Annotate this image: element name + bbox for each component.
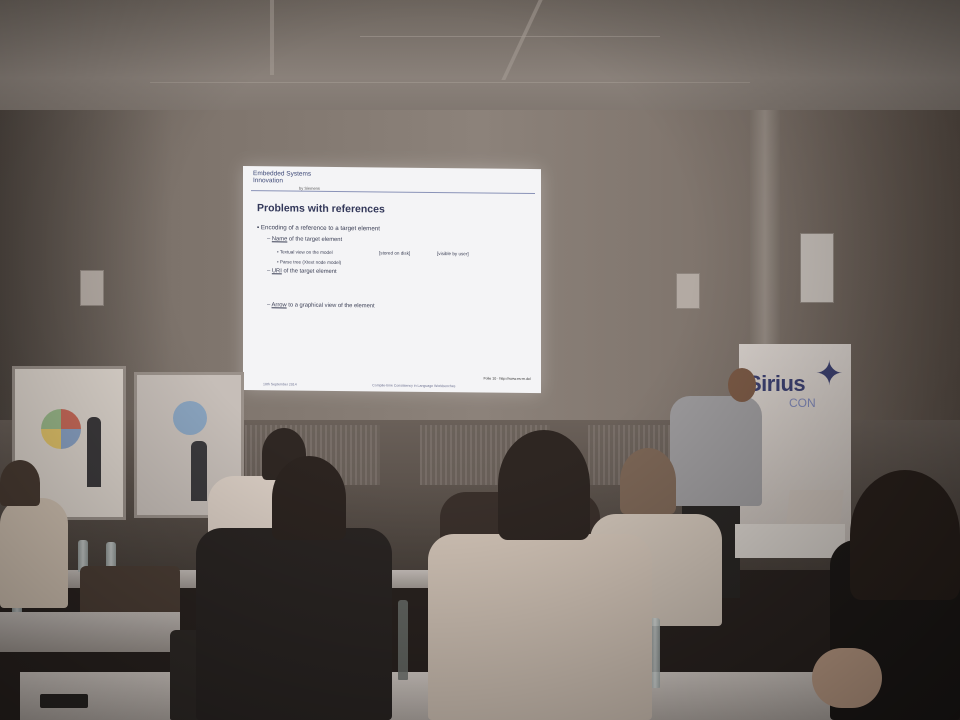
audience-member-left-head — [0, 460, 40, 506]
slide-footer-title: Compile-time Consistency in Language Wor… — [372, 383, 456, 389]
audience-member-left-body — [0, 498, 68, 608]
banner-brand-sub: CON — [789, 396, 816, 410]
poster-pie-graphic — [41, 409, 81, 449]
slide-subsub2-text: Parse tree (Xtext node model) — [279, 259, 342, 266]
audience-member-front-body — [428, 534, 652, 720]
slide-sub2-prefix: URI — [271, 268, 282, 275]
slide-sub-bullet-arrow: – Arrow to a graphical view of the eleme… — [267, 302, 375, 310]
slide-sub1-prefix: Name — [271, 236, 288, 243]
ceiling-light-strip — [270, 0, 274, 75]
slide-subsub1-text: Textual view on the model — [279, 249, 333, 255]
slide-subsub-parse: • Parse tree (Xtext node model) — [277, 259, 342, 266]
wall-speaker — [80, 270, 104, 306]
slide-logo: Embedded Systems Innovation by Siemens — [253, 170, 320, 192]
audience-member-right-head — [850, 470, 960, 600]
slide-subsub-textual: • Textual view on the model — [277, 249, 333, 255]
smartphone — [40, 694, 88, 708]
slide-footer: 10th September 2014 Compile-time Consist… — [263, 382, 531, 389]
banner-brand: Sirius — [747, 371, 806, 397]
wall-panel — [800, 233, 834, 303]
ceiling — [0, 0, 960, 130]
presenter-desk — [735, 524, 845, 558]
slide-bullet-main-text: Encoding of a reference to a target elem… — [260, 224, 380, 233]
audience-member-front-head — [272, 456, 346, 540]
slide-sub-bullet-name: – Name of the target element — [267, 236, 343, 244]
slide-title: Problems with references — [257, 202, 385, 216]
slide-header-rule — [251, 190, 535, 195]
banner-star-logo: ✦ — [815, 355, 844, 393]
slide-sub3-suffix: to a graphical view of the element — [286, 302, 375, 310]
audience-member-hand — [812, 648, 882, 708]
presenter-shirt — [670, 396, 762, 506]
audience-member-head — [620, 448, 676, 514]
poster-figure — [191, 441, 207, 501]
slide-sub1-suffix: of the target element — [287, 236, 343, 244]
poster-circle-graphic — [173, 401, 207, 435]
water-bottle — [78, 540, 88, 572]
audience-member-front-body — [196, 528, 392, 720]
water-bottle — [398, 600, 408, 680]
slide-sub-bullet-uri: – URI of the target element — [267, 268, 337, 275]
wall-speaker — [676, 273, 700, 309]
slide-tag-disk: [stored on disk] — [379, 250, 411, 256]
poster-figure — [87, 417, 101, 487]
slide-footer-url: Folie 10 · http://www.es-m.de/ — [483, 376, 531, 382]
presenter-head — [728, 368, 756, 402]
water-bottle — [650, 618, 660, 688]
slide-bullet-main: ▪ Encoding of a reference to a target el… — [257, 224, 380, 233]
banner-brand-text: Sirius — [747, 371, 806, 396]
slide-sub3-prefix: Arrow — [271, 302, 287, 309]
audience-member-front-head — [498, 430, 590, 540]
ceiling-tile-line — [150, 82, 750, 83]
ceiling-tile-line — [360, 36, 660, 37]
audience-table — [0, 612, 180, 652]
slide-sub2-suffix: of the target element — [281, 268, 337, 275]
slide-footer-date: 10th September 2014 — [263, 382, 297, 387]
slide-logo-line2: Innovation — [253, 177, 283, 185]
projected-slide: Embedded Systems Innovation by Siemens P… — [243, 166, 541, 394]
slide-tag-user: [visible by user] — [437, 251, 469, 257]
water-bottle — [106, 542, 116, 572]
laptop — [786, 490, 844, 524]
